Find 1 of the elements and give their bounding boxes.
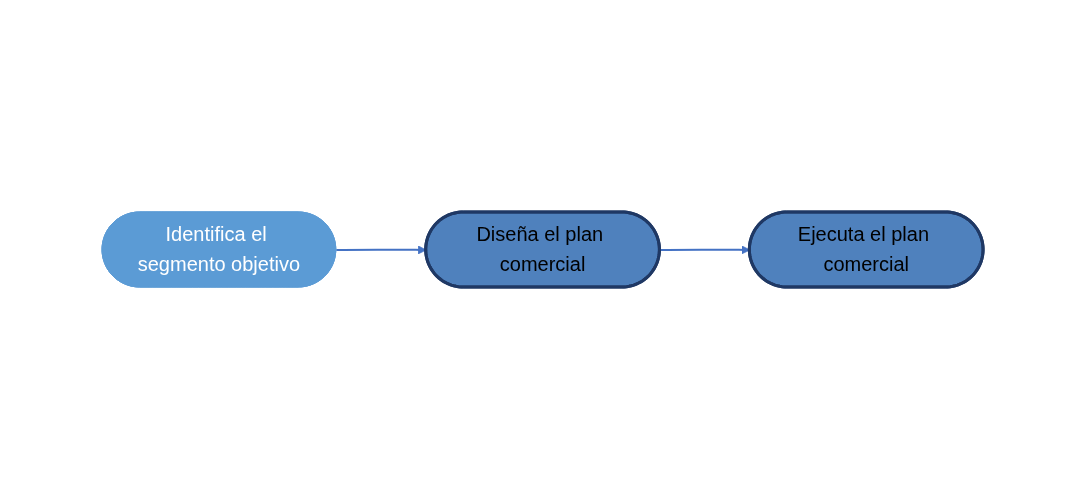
arrow — [335, 245, 427, 255]
